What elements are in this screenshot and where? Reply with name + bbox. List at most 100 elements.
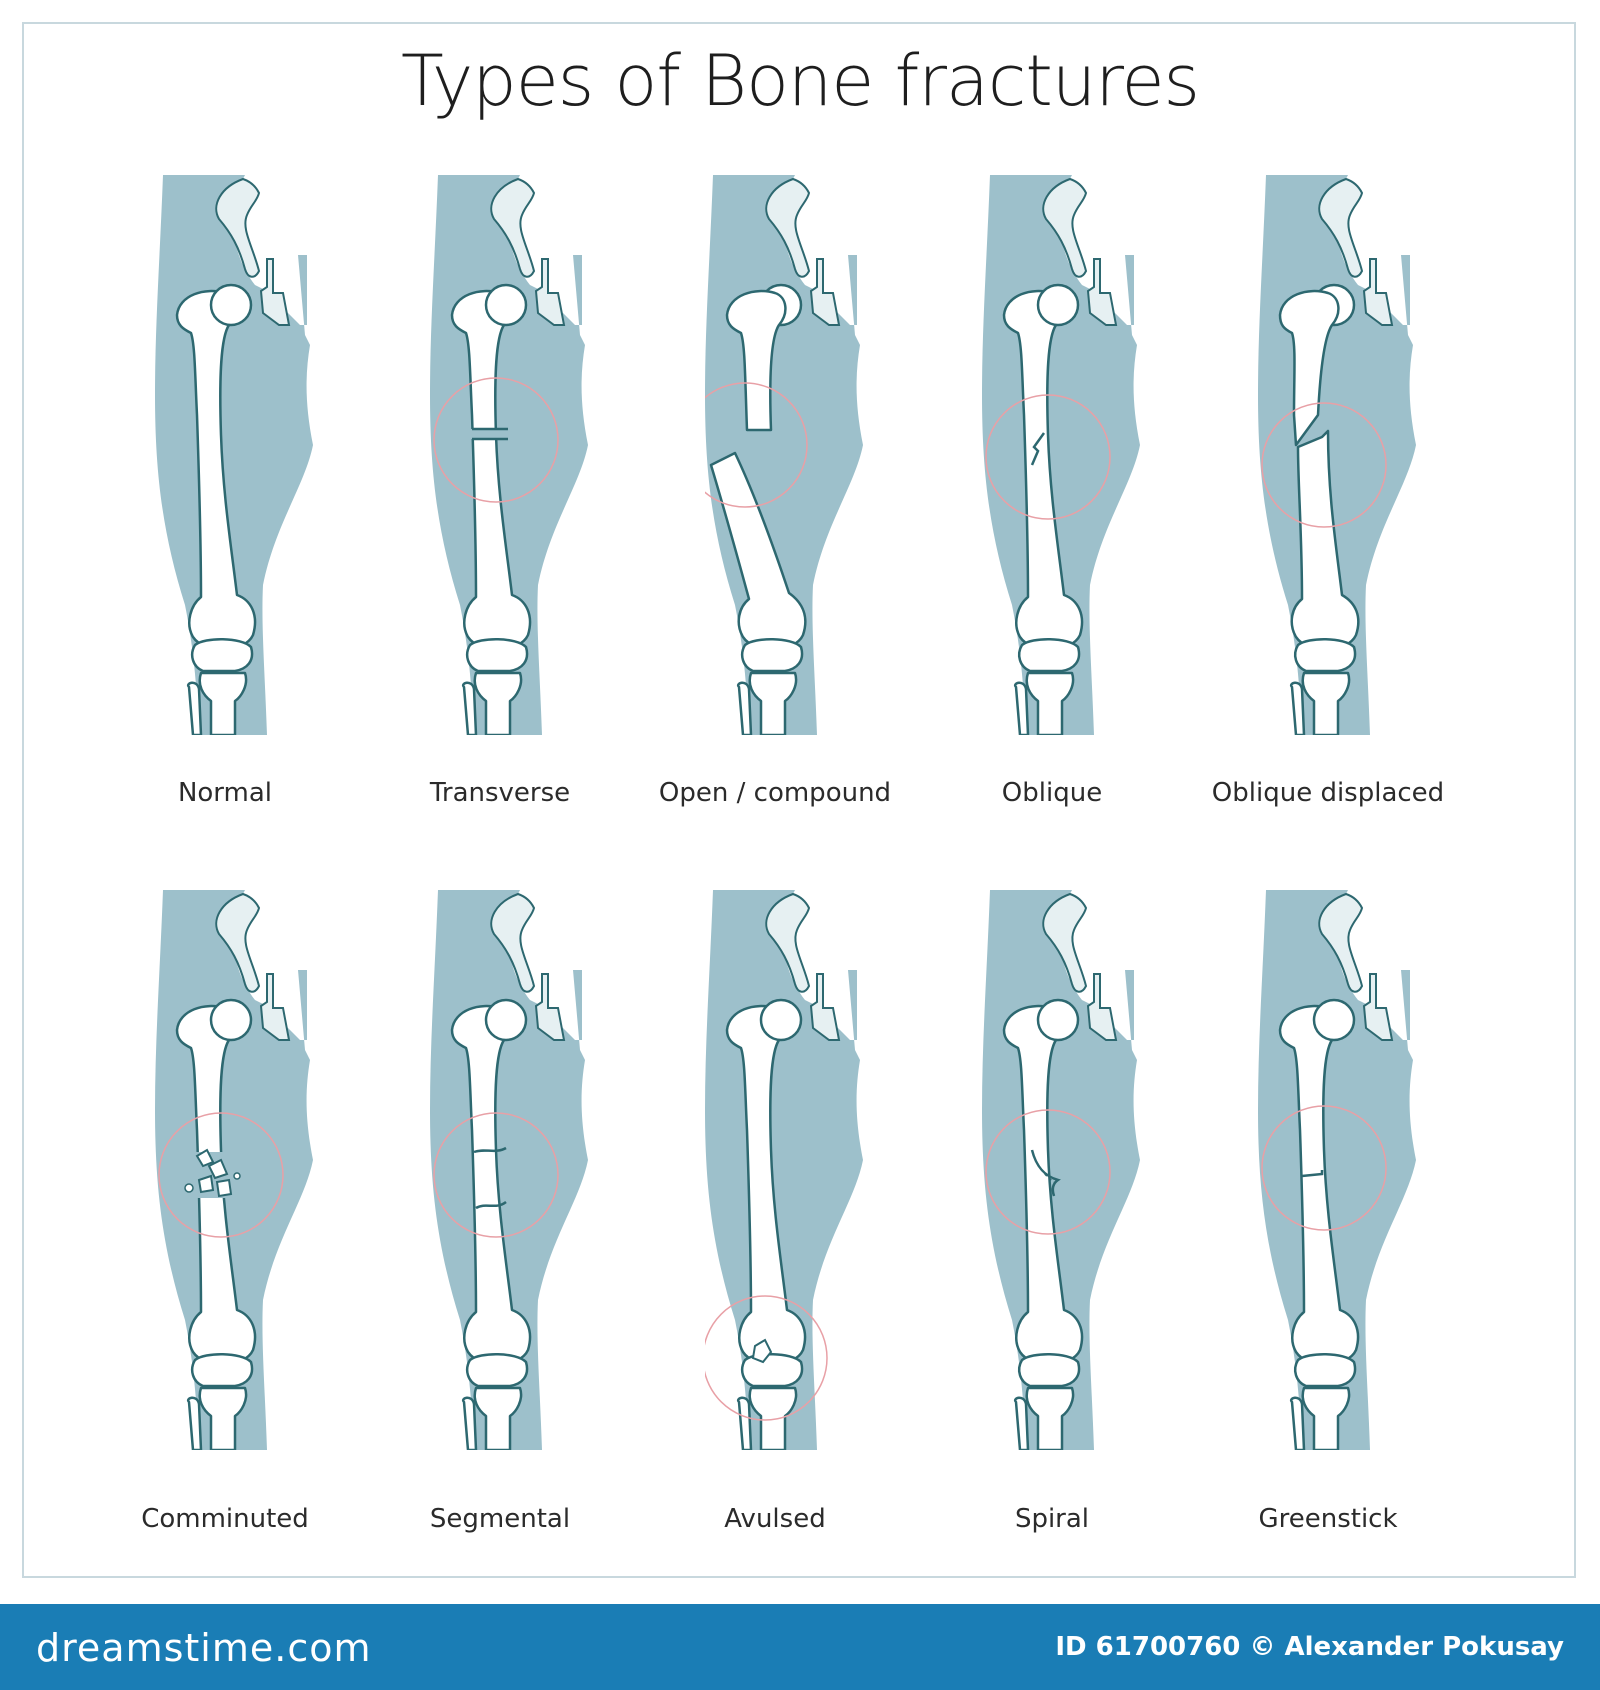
bone-fragment [207,1158,229,1180]
fibula [461,1396,478,1450]
tibia [1301,671,1351,735]
femur-head [1312,998,1356,1042]
fracture-illustration-spiral [982,890,1262,1450]
fracture-diagram [982,175,1140,735]
ischium-bone [534,258,566,326]
footer-bar: dreamstime.com ID 61700760 © Alexander P… [0,1604,1600,1690]
patella-knee [466,1353,529,1388]
pelvis-bone [490,892,536,993]
fracture-highlight-circle [985,1109,1111,1235]
tibia [1301,1386,1351,1450]
fracture-label: Oblique displaced [1211,778,1445,808]
femur-head [759,998,803,1042]
pelvis-bone [215,892,261,993]
fracture-highlight-circle [985,394,1111,520]
patella-knee [191,1353,254,1388]
femur-head [484,283,528,327]
bone-fragment [215,1178,233,1198]
femur-head [1036,998,1080,1042]
femur-head [209,998,253,1042]
bone-chip [233,1172,241,1180]
patella-knee [1294,638,1357,673]
pelvis-bone [765,177,811,278]
fracture-diagram [705,890,863,1450]
fracture-label: Spiral [1014,1504,1090,1534]
fibula [186,1396,203,1450]
fracture-diagram [705,175,863,735]
ischium-bone [809,258,841,326]
pelvis-bone [1318,892,1364,993]
fracture-highlight-circle [1261,1105,1387,1231]
femur-upper-fragment [725,289,787,432]
patella-knee [741,1353,804,1388]
femur-head [209,283,253,327]
fracture-label: Segmental [429,1504,571,1534]
patella-knee [1018,1353,1081,1388]
fracture-illustration-open-compound [705,175,985,735]
fracture-highlight-circle [433,377,559,503]
ischium-bone [1362,258,1394,326]
fracture-diagram [430,890,588,1450]
fracture-line [1301,1170,1324,1178]
spiral-dashes [1037,1163,1055,1183]
fracture-label: Open / compound [658,778,892,808]
ischium-bone [534,973,566,1041]
tibia [198,1386,248,1450]
fracture-illustration-avulsed [705,890,985,1450]
fibula [1289,1396,1306,1450]
avulsed-fragment [751,1338,773,1364]
fibula [1013,681,1030,735]
fracture-highlight-circle [1261,402,1387,528]
fracture-diagram [1258,175,1416,735]
tibia [473,1386,523,1450]
fibula [736,1396,753,1450]
tibia [1025,1386,1075,1450]
ischium-bone [1086,973,1118,1041]
tibia [748,671,798,735]
femur-head [484,998,528,1042]
fracture-label: Comminuted [141,1504,309,1534]
patella-knee [1018,638,1081,673]
fracture-diagram [430,175,588,735]
bone-fragment [197,1174,215,1194]
brand-logo[interactable]: dreamstime.com [36,1626,372,1670]
pelvis-bone [490,177,536,278]
fracture-highlight-circle [158,1112,284,1238]
ischium-bone [1362,973,1394,1041]
tibia [473,671,523,735]
image-credit: ID 61700760 © Alexander Pokusay [1055,1632,1564,1662]
tibia [198,671,248,735]
fracture-label: Avulsed [724,1504,826,1534]
fracture-line [1030,1149,1061,1197]
fracture-diagram [155,175,313,735]
fracture-illustration-segmental [430,890,710,1450]
fracture-label: Oblique [1001,778,1103,808]
fibula [1289,681,1306,735]
fracture-diagram [982,890,1140,1450]
pelvis-bone [1042,177,1088,278]
fibula [461,681,478,735]
patella-knee [191,638,254,673]
page-title: Types of Bone fractures [401,40,1200,122]
fracture-label: Normal [177,778,273,808]
fracture-highlight-circle [705,1295,828,1421]
fracture-illustration-greenstick [1258,890,1538,1450]
fracture-label: Transverse [429,778,571,808]
bone-fragment [195,1148,215,1168]
patella-knee [1294,1353,1357,1388]
bone-chip [184,1183,194,1193]
fracture-diagram [155,890,313,1450]
femur-upper-fragment [1278,289,1340,447]
fracture-line [1030,432,1046,466]
fracture-highlight-circle [705,382,808,508]
fibula [1013,1396,1030,1450]
fracture-diagram [1258,890,1416,1450]
pelvis-bone [765,892,811,993]
fracture-label: Greenstick [1258,1504,1398,1534]
fibula [186,681,203,735]
patella-knee [466,638,529,673]
pelvis-bone [1318,177,1364,278]
fracture-illustration-normal [155,175,435,735]
ischium-bone [1086,258,1118,326]
fracture-line [473,1146,507,1154]
